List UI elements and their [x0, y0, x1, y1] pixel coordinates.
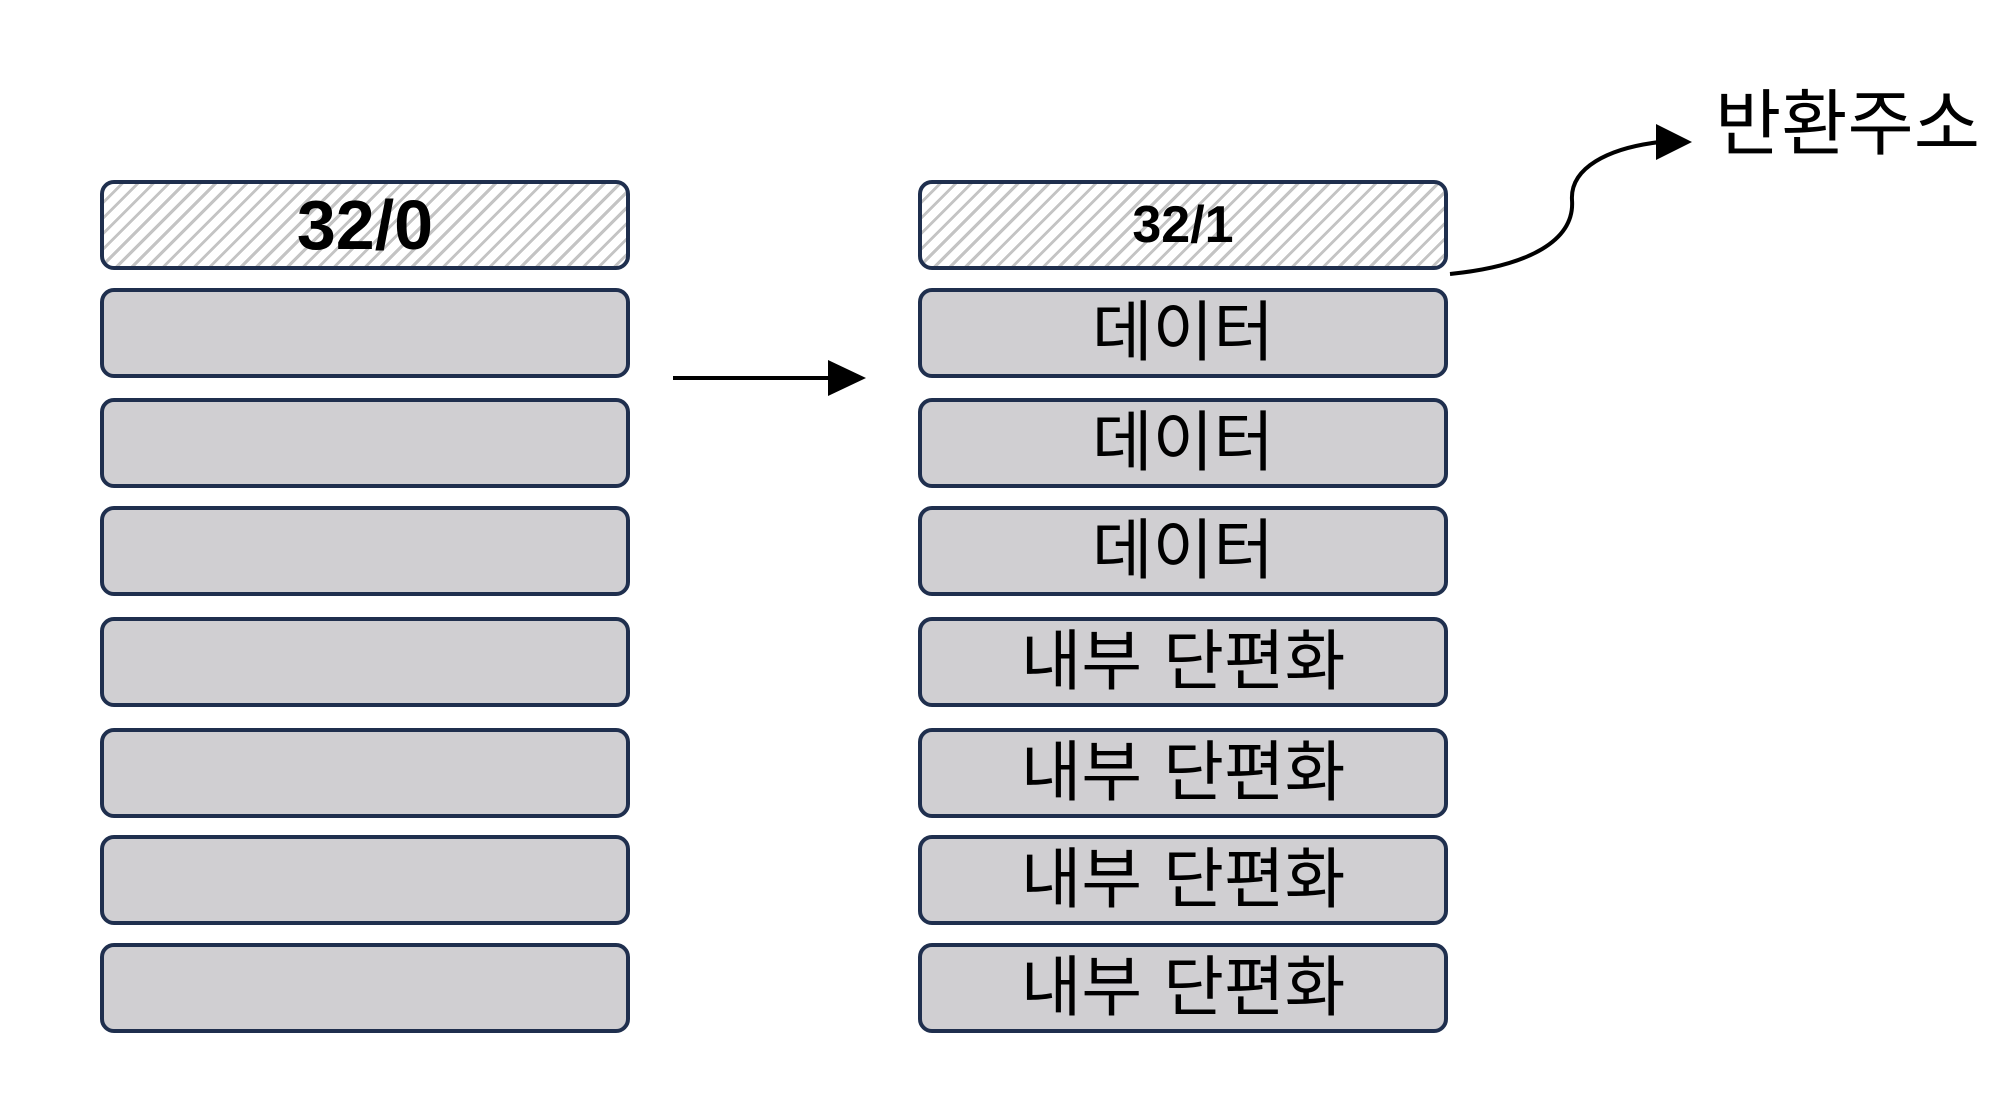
return-address-label: 반환주소 — [1715, 82, 1980, 166]
left-block-1 — [100, 288, 630, 378]
right-block-2: 데이터 — [918, 398, 1448, 488]
left-header-label: 32/0 — [296, 186, 434, 264]
left-block-7 — [100, 943, 630, 1033]
right-block-1: 데이터 — [918, 288, 1448, 378]
right-header-label: 32/1 — [1132, 196, 1234, 254]
transition-arrow — [673, 360, 866, 396]
transition-arrowhead-icon — [828, 360, 866, 396]
left-header-block: 32/0 — [100, 180, 630, 270]
return-arrowhead-icon — [1656, 124, 1692, 160]
right-block-6: 내부 단편화 — [918, 835, 1448, 925]
right-block-7: 내부 단편화 — [918, 943, 1448, 1033]
right-block-4: 내부 단편화 — [918, 617, 1448, 707]
return-address-arrow — [1449, 124, 1692, 276]
left-block-6 — [100, 835, 630, 925]
right-header-block: 32/1 — [918, 180, 1448, 270]
right-block-3: 데이터 — [918, 506, 1448, 596]
left-block-2 — [100, 398, 630, 488]
left-block-5 — [100, 728, 630, 818]
left-block-4 — [100, 617, 630, 707]
right-block-5: 내부 단편화 — [918, 728, 1448, 818]
left-block-3 — [100, 506, 630, 596]
